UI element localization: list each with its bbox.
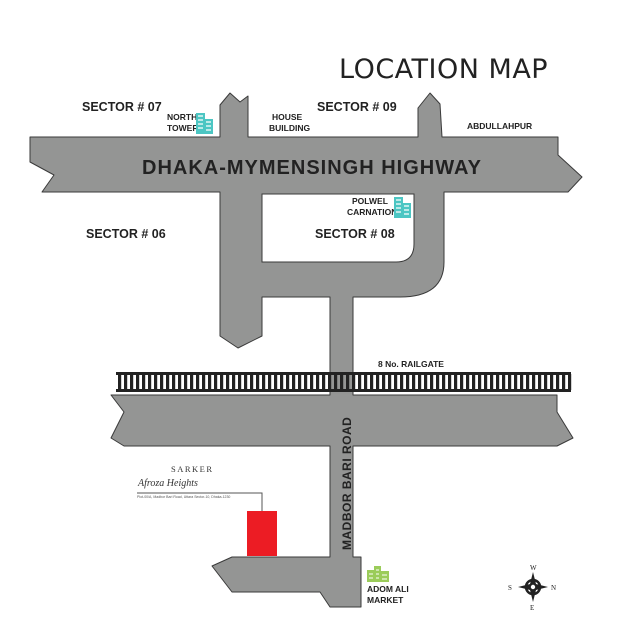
compass-n: N [551,584,556,592]
project-building [247,511,277,556]
highway-road [29,92,583,608]
polwel-label-2: CARNATION [347,207,397,217]
house-building-label-2: BUILDING [269,123,310,133]
road-network [29,92,583,608]
map-title: LOCATION MAP [339,54,548,85]
abdullahpur-label: ABDULLAHPUR [467,121,532,131]
adom-ali-label-2: MARKET [367,595,404,605]
compass-rose-icon [518,572,548,602]
north-tower-building-icon [196,113,213,134]
north-tower-label-2: TOWER [167,123,198,133]
compass-s: S [508,584,512,592]
project-address: Plot-00/A, Madbor Bari Road, Uttara Sect… [137,495,230,499]
railway-track [116,372,572,392]
adom-ali-market-icon [367,566,389,582]
highway-label: DHAKA-MYMENSINGH HIGHWAY [142,157,482,179]
polwel-building-icon [394,197,411,218]
project-brand: SARKER [171,464,214,474]
sector-06-label: SECTOR # 06 [86,227,166,241]
north-tower-label-1: NORTH [167,112,197,122]
railgate-label: 8 No. RAILGATE [378,359,444,369]
house-building-label-1: HOUSE [272,112,303,122]
inner-block [261,193,415,263]
compass-w: W [530,564,537,572]
sector-09-label: SECTOR # 09 [317,100,397,114]
compass-e: E [530,604,534,612]
sector-08-label: SECTOR # 08 [315,227,395,241]
adom-ali-label-1: ADOM ALI [367,584,409,594]
sector-07-label: SECTOR # 07 [82,100,162,114]
polwel-label-1: POLWEL [352,196,388,206]
madbor-bari-road-label: MADBOR BARI ROAD [340,417,354,550]
project-name: Afroza Heights [137,478,198,489]
project-marker [137,492,277,556]
